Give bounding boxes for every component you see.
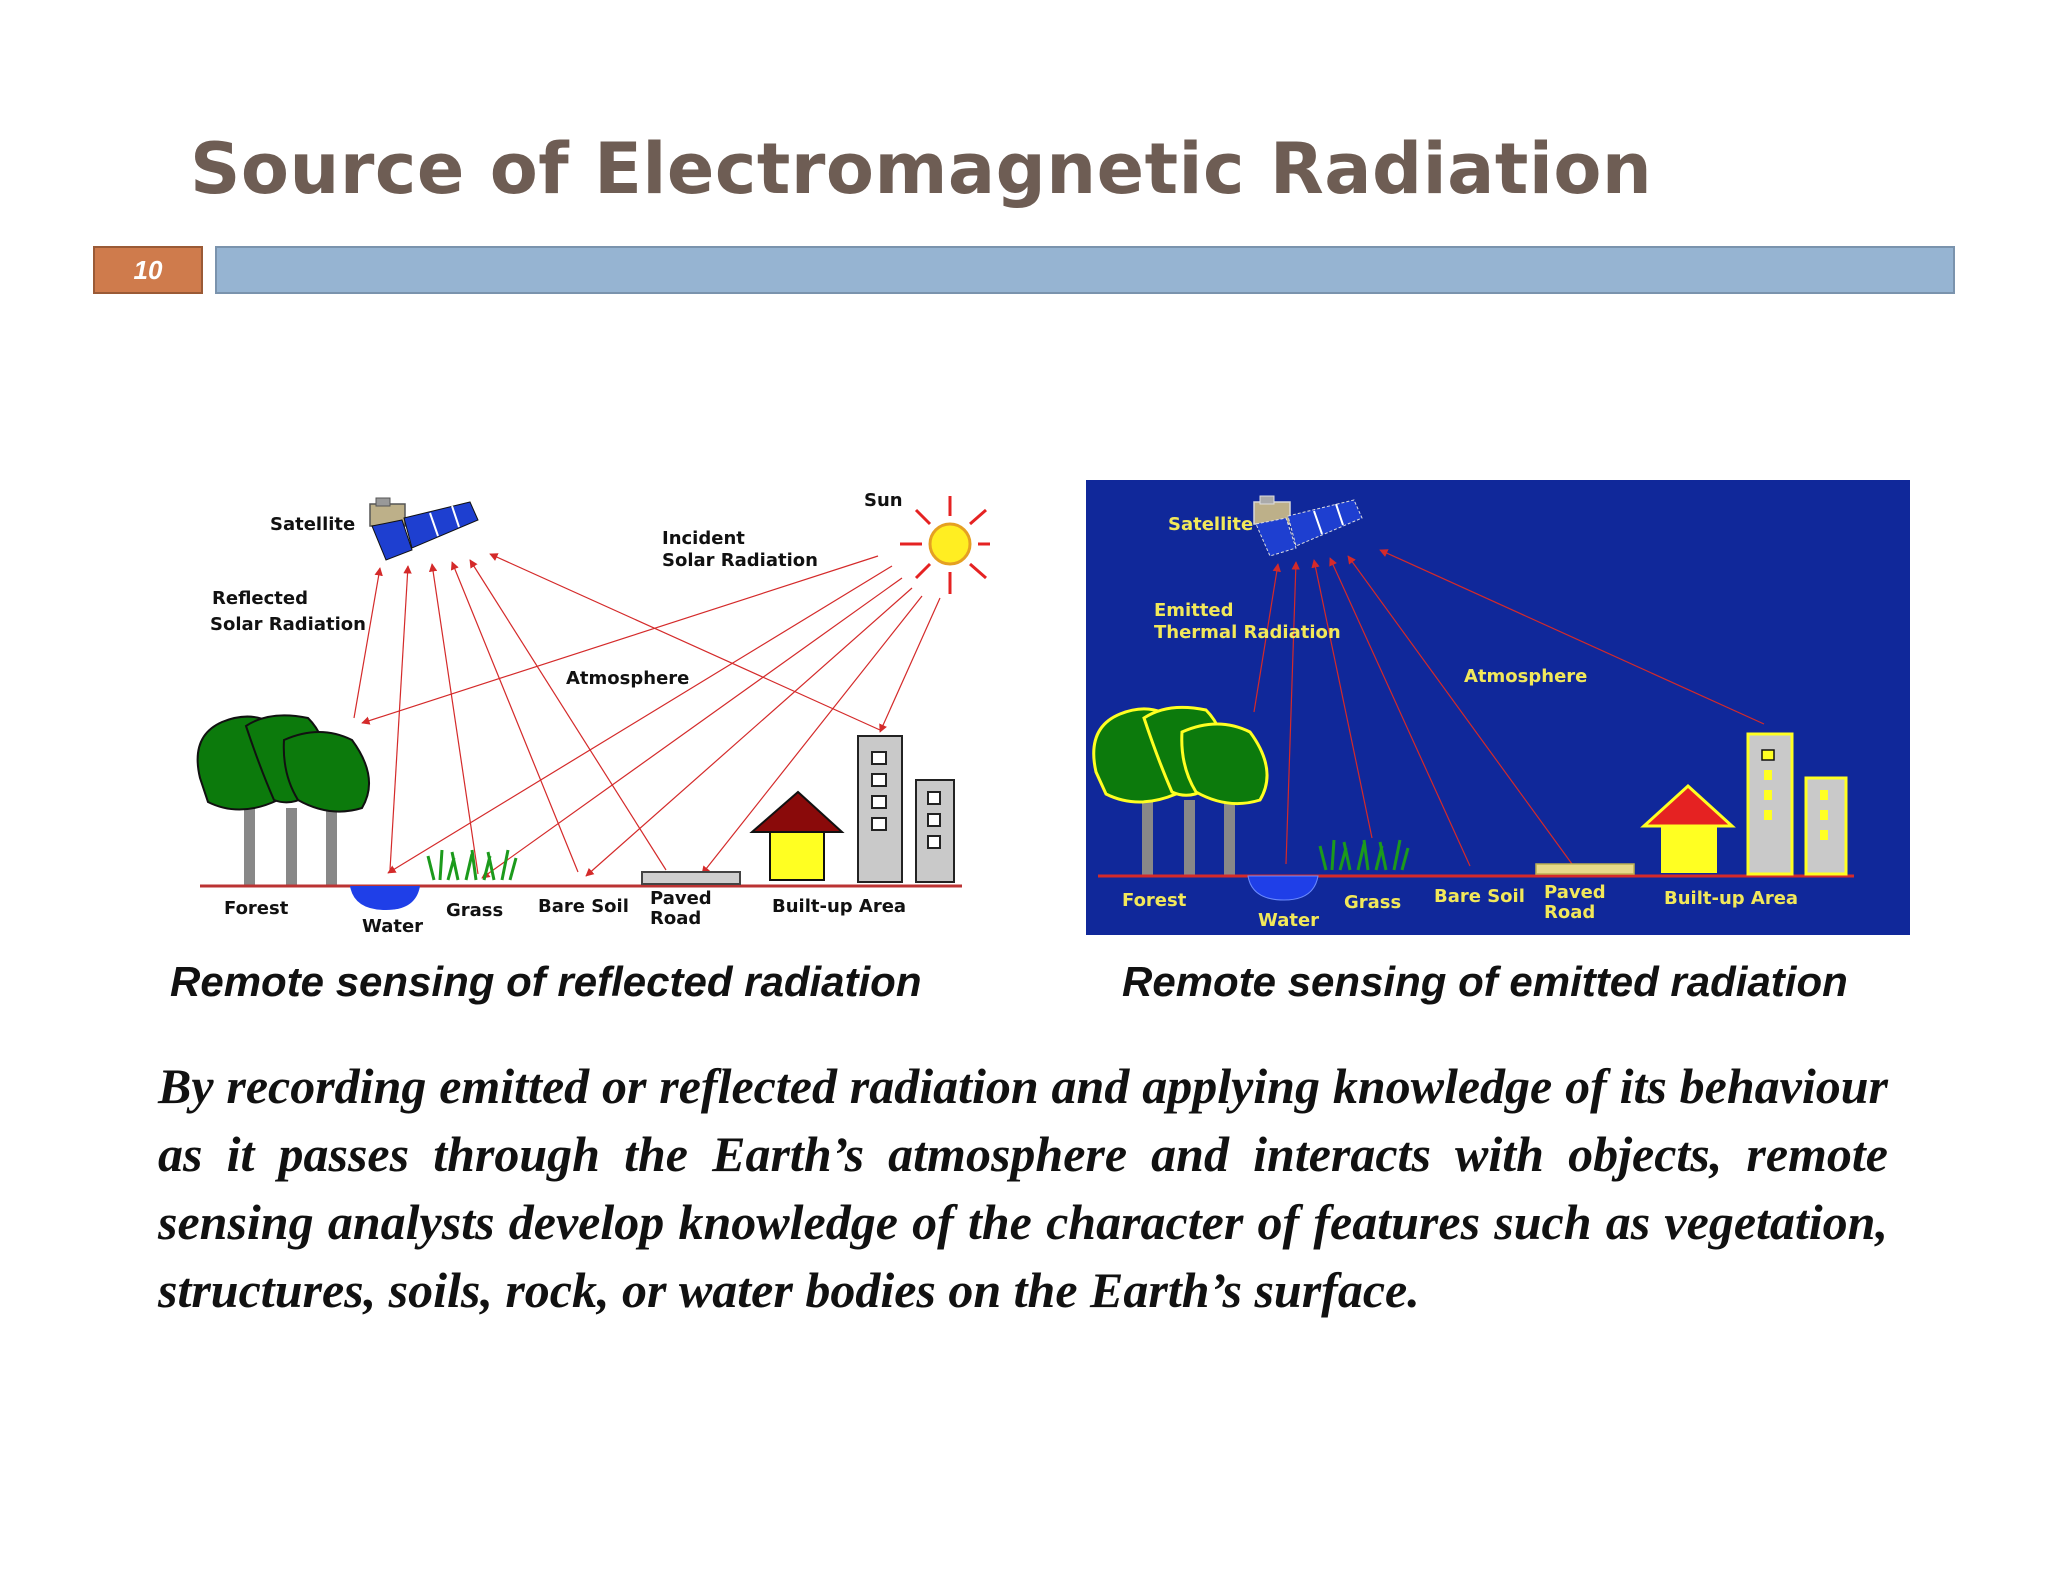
paved-road-icon: [1535, 863, 1635, 875]
bare-soil-label: Bare Soil: [538, 896, 629, 917]
emitted-radiation-label-2: Thermal Radiation: [1154, 622, 1341, 643]
emitted-rays: [1253, 549, 1765, 867]
reflected-radiation-label-1: Reflected: [212, 588, 308, 609]
incident-rays: [361, 555, 941, 879]
water-icon: [350, 886, 420, 910]
builtup-area-label: Built-up Area: [1664, 888, 1798, 909]
atmosphere-label: Atmosphere: [1464, 666, 1587, 687]
satellite-icon: [369, 497, 479, 561]
building-icon: [857, 735, 955, 883]
forest-icon: [196, 714, 370, 886]
emitted-radiation-diagram: Satellite Emitted Thermal Radiation Atmo…: [1086, 480, 1910, 935]
water-icon: [1247, 875, 1319, 901]
sun-icon: [900, 496, 990, 594]
reflected-radiation-label-2: Solar Radiation: [210, 614, 366, 635]
body-paragraph: By recording emitted or reflected radiat…: [158, 1058, 1888, 1318]
house-icon: [1640, 783, 1736, 873]
header-bar: [215, 246, 1955, 294]
house-icon: [749, 790, 845, 881]
forest-label: Forest: [224, 898, 289, 919]
paved-road-label-1: Paved: [1544, 882, 1606, 903]
satellite-label: Satellite: [1168, 514, 1253, 535]
incident-radiation-label-2: Solar Radiation: [662, 550, 818, 571]
builtup-area-label: Built-up Area: [772, 896, 906, 917]
reflected-radiation-caption: Remote sensing of reflected radiation: [170, 958, 922, 1005]
satellite-icon: [1253, 495, 1363, 557]
grass-icon: [426, 849, 518, 881]
slide-title: Source of Electromagnetic Radiation: [190, 128, 1653, 210]
sun-label: Sun: [864, 490, 903, 511]
grass-label: Grass: [1344, 892, 1401, 913]
slide-number: 10: [93, 246, 203, 294]
emitted-radiation-label-1: Emitted: [1154, 600, 1234, 621]
forest-icon: [1092, 705, 1269, 876]
water-label: Water: [1258, 910, 1319, 931]
paved-road-label-2: Road: [1544, 902, 1595, 923]
paved-road-label-2: Road: [650, 908, 701, 929]
paved-road-label-1: Paved: [650, 888, 712, 909]
paved-road-icon: [641, 871, 741, 885]
water-label: Water: [362, 916, 423, 937]
building-icon: [1746, 732, 1848, 876]
bare-soil-label: Bare Soil: [1434, 886, 1525, 907]
emitted-radiation-caption: Remote sensing of emitted radiation: [1122, 958, 1848, 1005]
atmosphere-label: Atmosphere: [566, 668, 689, 689]
reflected-rays: [353, 553, 881, 875]
grass-icon: [1318, 839, 1410, 871]
satellite-label: Satellite: [270, 514, 355, 535]
reflected-radiation-diagram: Satellite Sun Incident Solar Radiation R…: [190, 478, 990, 938]
incident-radiation-label-1: Incident: [662, 528, 745, 549]
forest-label: Forest: [1122, 890, 1187, 911]
grass-label: Grass: [446, 900, 503, 921]
